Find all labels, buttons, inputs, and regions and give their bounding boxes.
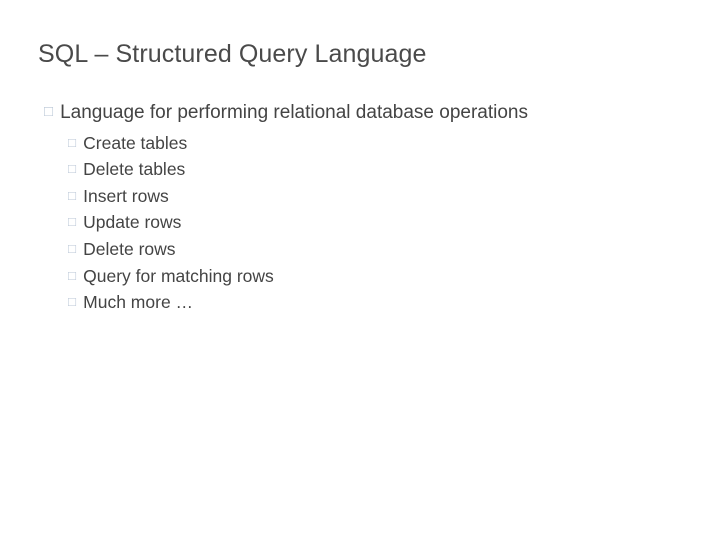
square-bullet-icon: □	[68, 294, 77, 310]
square-bullet-icon: □	[68, 267, 77, 283]
bullet-level2-label: Create tables	[83, 132, 188, 153]
bullet-level2: □ Insert rows	[68, 185, 674, 208]
bullet-level1: □ Language for performing relational dat…	[44, 100, 674, 126]
slide-body: □ Language for performing relational dat…	[44, 100, 674, 318]
bullet-level2: □ Delete rows	[68, 238, 674, 261]
bullet-level2-label: Query for matching rows	[83, 265, 274, 286]
bullet-level2: □ Create tables	[68, 132, 674, 155]
bullet-level2-label: Delete rows	[83, 239, 176, 260]
square-bullet-icon: □	[68, 161, 77, 177]
bullet-level2-label: Delete tables	[83, 159, 186, 180]
square-bullet-icon: □	[68, 134, 77, 150]
square-bullet-icon: □	[68, 187, 77, 203]
square-bullet-icon: □	[44, 103, 54, 120]
bullet-level2: □ Query for matching rows	[68, 265, 674, 288]
bullet-level2-label: Update rows	[83, 212, 182, 233]
sub-bullet-list: □ Create tables □ Delete tables □ Insert…	[68, 132, 674, 315]
bullet-level2-label: Insert rows	[83, 185, 169, 206]
bullet-level2: □ Delete tables	[68, 158, 674, 181]
square-bullet-icon: □	[68, 214, 77, 230]
bullet-level2-label: Much more …	[83, 292, 194, 313]
bullet-level2: □ Update rows	[68, 211, 674, 234]
page-title: SQL – Structured Query Language	[38, 40, 427, 68]
square-bullet-icon: □	[68, 241, 77, 257]
bullet-level2: □ Much more …	[68, 291, 674, 314]
bullet-level1-label: Language for performing relational datab…	[60, 102, 528, 123]
